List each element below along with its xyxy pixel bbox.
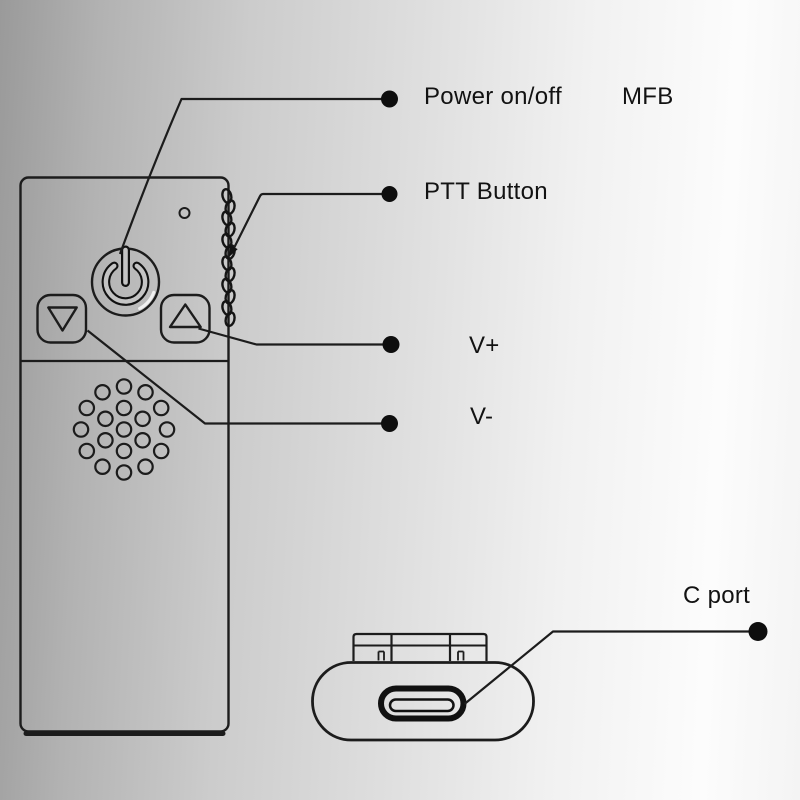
volume-up-button <box>159 293 211 344</box>
clip-latch-right <box>457 650 465 661</box>
power-icon <box>101 245 150 306</box>
callout-leaders <box>86 90 768 705</box>
volume-down-icon <box>47 306 78 332</box>
clip-mount <box>352 632 488 661</box>
power-callout-dot <box>381 90 398 108</box>
label-ptt-button: PTT Button <box>424 178 548 205</box>
usb-c-port-icon <box>378 685 467 722</box>
label-volume-down: V- <box>470 403 494 430</box>
label-c-port: C port <box>683 582 751 609</box>
ptt-leader-arrowhead <box>229 245 238 257</box>
label-mfb: MFB <box>622 83 674 110</box>
c-port-callout-dot <box>748 622 768 641</box>
ptt-leader-line <box>231 192 388 252</box>
volume-up-callout-dot <box>382 336 400 353</box>
speaker-grille-icon <box>72 378 176 481</box>
led-indicator <box>178 207 191 219</box>
device-bottom-view <box>311 632 535 742</box>
power-button-highlight <box>138 290 156 310</box>
ptt-side-button <box>221 188 236 328</box>
label-power-on-off: Power on/off <box>424 83 562 110</box>
clip-latch-left <box>377 650 385 661</box>
volume-down-leader-line <box>86 329 388 425</box>
volume-up-leader-line <box>198 327 391 346</box>
volume-down-button <box>36 293 88 344</box>
device-front-view <box>19 176 236 736</box>
volume-down-callout-dot <box>381 415 398 432</box>
volume-up-icon <box>168 303 202 329</box>
dock-body <box>311 661 535 742</box>
power-button <box>90 245 161 317</box>
ptt-callout-dot <box>381 186 398 202</box>
power-leader-line <box>118 97 388 255</box>
c-port-leader-line <box>463 630 758 705</box>
label-volume-up: V+ <box>469 332 500 359</box>
